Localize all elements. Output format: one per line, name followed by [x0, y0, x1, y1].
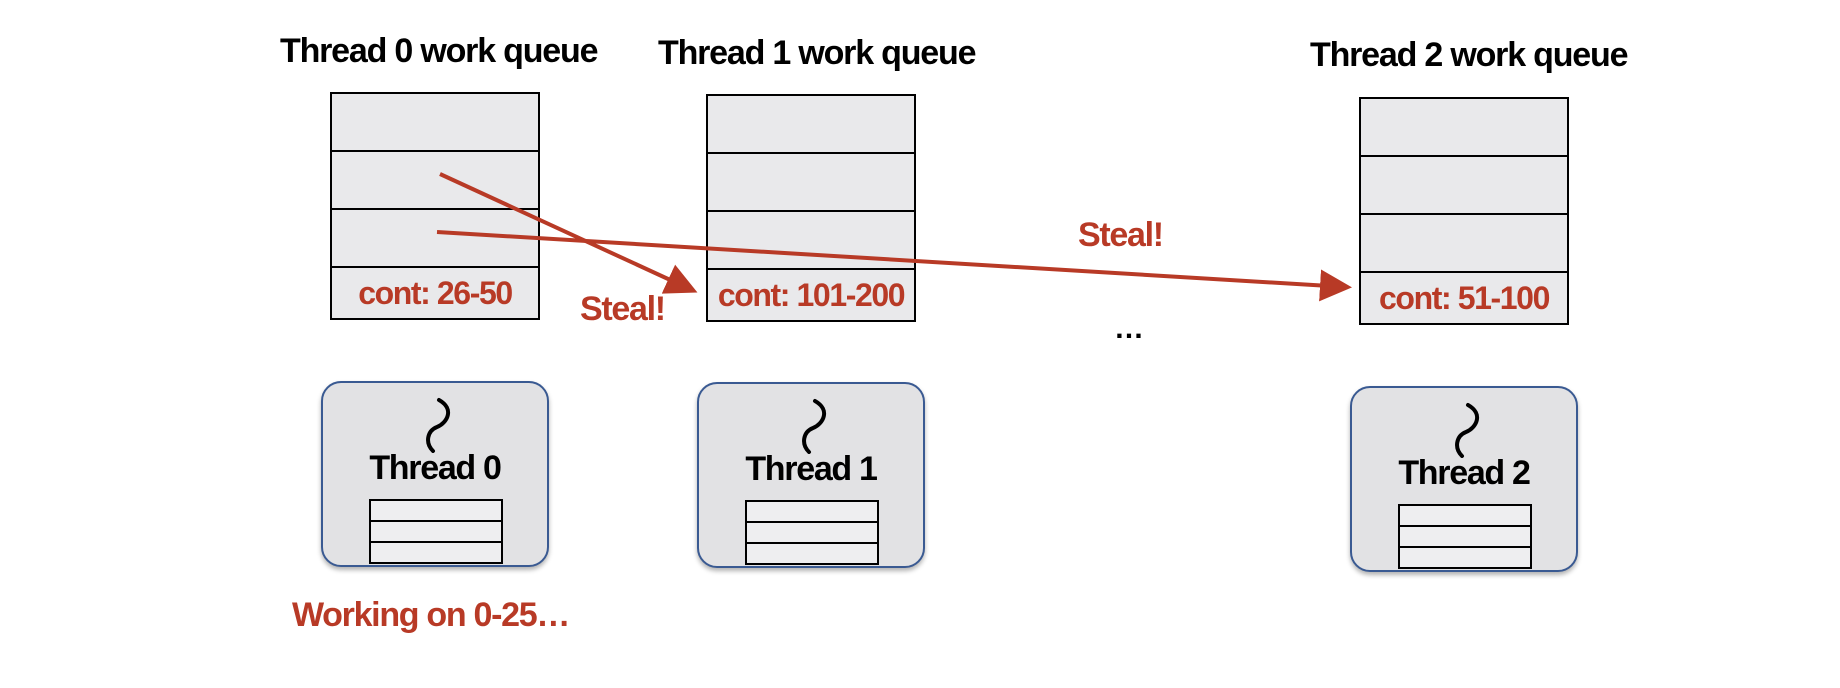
queue-slot	[708, 96, 914, 154]
queue-item-continuation: cont: 26-50	[358, 274, 513, 311]
queue-slot	[1361, 157, 1567, 215]
steal-arrow-to-thread-2	[436, 230, 1352, 302]
queue-slot	[1361, 215, 1567, 273]
queue-slot	[332, 210, 538, 268]
working-status: Working on 0-25…	[292, 596, 570, 634]
queue-slot	[332, 152, 538, 210]
thread-local-stack	[369, 499, 503, 564]
queue-slot	[708, 212, 914, 270]
thread-squiggle-icon	[802, 399, 827, 454]
queue-title-thread-0: Thread 0 work queue	[280, 32, 598, 70]
thread-box-0: Thread 0	[321, 381, 549, 567]
thread-squiggle-icon	[1455, 403, 1480, 458]
queue-slot	[332, 94, 538, 152]
steal-arrow-to-thread-1	[439, 172, 698, 294]
queue-title-thread-1: Thread 1 work queue	[658, 34, 976, 72]
thread-squiggle-icon	[426, 398, 451, 453]
thread-name: Thread 2	[1398, 454, 1531, 492]
queue-slot	[1361, 99, 1567, 157]
thread-local-stack	[745, 500, 879, 565]
queue-item-continuation: cont: 51-100	[1379, 279, 1550, 316]
thread-name: Thread 0	[369, 449, 502, 487]
steal-label-thread-1: Steal!	[580, 290, 666, 328]
thread-box-1: Thread 1	[697, 382, 925, 568]
queue-title-thread-2: Thread 2 work queue	[1310, 36, 1628, 74]
steal-label-thread-2: Steal!	[1078, 216, 1164, 254]
ellipsis: …	[1114, 312, 1144, 345]
work-queue-thread-1: cont: 101-200	[706, 94, 916, 322]
queue-slot	[708, 154, 914, 212]
work-queue-thread-2: cont: 51-100	[1359, 97, 1569, 325]
thread-name: Thread 1	[745, 450, 878, 488]
thread-local-stack	[1398, 504, 1532, 569]
queue-item-continuation: cont: 101-200	[717, 276, 906, 313]
thread-box-2: Thread 2	[1350, 386, 1578, 572]
